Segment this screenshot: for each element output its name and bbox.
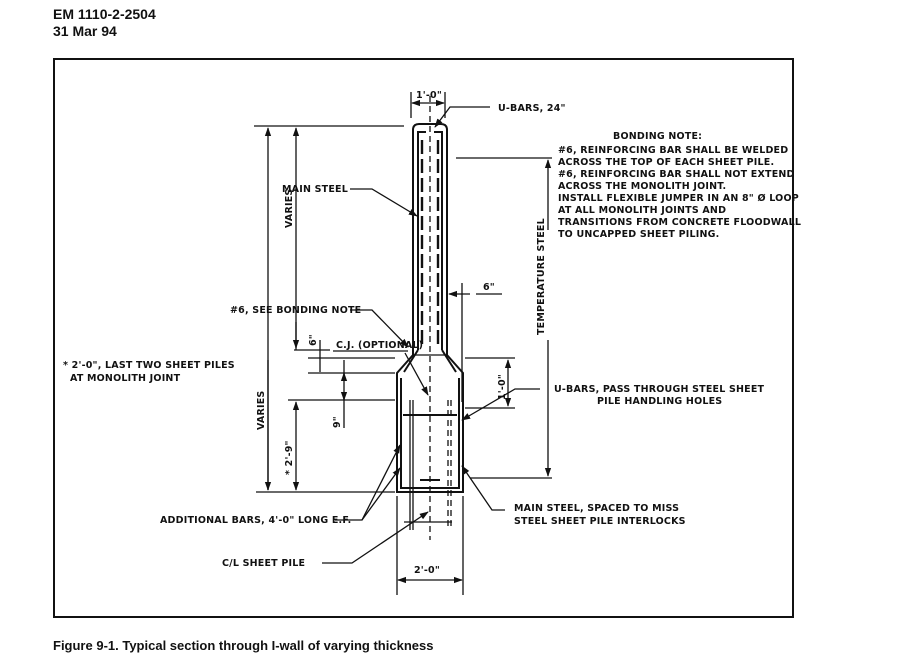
- dim-1ft-vertical: 1'-0": [497, 359, 512, 407]
- u-bar-left-leg: [417, 131, 426, 350]
- bonding-note-line: TO UNCAPPED SHEET PILING.: [558, 229, 719, 240]
- dim-bottom-width: 2'-0": [396, 496, 464, 595]
- bonding-note-line: #6, REINFORCING BAR SHALL BE WELDED: [558, 145, 788, 156]
- wall-flare-left: [396, 347, 414, 400]
- u-bar-right-leg: [434, 131, 443, 350]
- flare-bar-left: [403, 349, 419, 373]
- bonding-note-line: INSTALL FLEXIBLE JUMPER IN AN 8" Ø LOOP: [558, 193, 799, 204]
- dim-6in: 6": [448, 282, 502, 402]
- dim-6in-vertical-label: 6": [308, 334, 319, 346]
- bonding-note-line: #6, REINFORCING BAR SHALL NOT EXTEND: [558, 169, 795, 180]
- label-additional-bars: ADDITIONAL BARS, 4'-0" LONG E.F.: [160, 515, 351, 526]
- leader-u-bars-top: U-BARS, 24": [434, 103, 566, 128]
- dim-top-width: 1'-0": [410, 90, 446, 118]
- flare-bar-right: [441, 349, 457, 373]
- base-reinforcement: [400, 349, 460, 530]
- label-bonding-ref: #6, SEE BONDING NOTE: [230, 305, 361, 316]
- wall-flare-right: [446, 347, 464, 400]
- leader-cl-sheet-pile: C/L SHEET PILE: [222, 511, 429, 569]
- dim-6in-label: 6": [483, 282, 495, 293]
- dim-6in-vertical: 6": [292, 322, 330, 372]
- document-id: EM 1110-2-2504: [53, 6, 156, 22]
- figure-frame: [53, 58, 794, 618]
- bonding-note-line: ACROSS THE MONOLITH JOINT.: [558, 181, 726, 192]
- bonding-note-title: BONDING NOTE:: [613, 131, 702, 142]
- dim-9in-label: 9": [332, 416, 343, 428]
- label-temperature-steel: TEMPERATURE STEEL: [536, 218, 547, 335]
- label-u-bars-pass-line1: U-BARS, PASS THROUGH STEEL SHEET: [554, 384, 765, 395]
- dim-varies-lower-label: VARIES: [256, 391, 267, 430]
- leader-main-steel-spaced: MAIN STEEL, SPACED TO MISS STEEL SHEET P…: [461, 465, 686, 527]
- leader-bonding-ref: #6, SEE BONDING NOTE: [230, 305, 409, 348]
- leader-u-bars-pass: U-BARS, PASS THROUGH STEEL SHEET PILE HA…: [461, 384, 765, 421]
- label-u-bars-top: U-BARS, 24": [498, 103, 566, 114]
- leader-main-steel: MAIN STEEL: [282, 184, 418, 217]
- label-cl-sheet-pile: C/L SHEET PILE: [222, 558, 305, 569]
- bonding-note-line: ACROSS THE TOP OF EACH SHEET PILE.: [558, 157, 774, 168]
- label-main-steel-spaced-line2: STEEL SHEET PILE INTERLOCKS: [514, 516, 686, 527]
- wall-stem-outline: [412, 123, 448, 347]
- label-cj-optional: C.J. (OPTIONAL): [336, 340, 423, 351]
- footnote: * 2'-0", LAST TWO SHEET PILES AT MONOLIT…: [63, 360, 235, 384]
- footnote-line2: AT MONOLITH JOINT: [70, 373, 181, 384]
- dim-bottom-width-label: 2'-0": [414, 565, 440, 576]
- stem-reinforcement: [417, 96, 443, 540]
- dim-base-height-label: * 2'-9": [284, 440, 295, 475]
- dim-1ft-label: 1'-0": [497, 374, 508, 400]
- bonding-note: BONDING NOTE: #6, REINFORCING BAR SHALL …: [558, 131, 801, 240]
- dim-varies-upper-label: VARIES: [284, 189, 295, 228]
- dim-base-height: * 2'-9": [284, 401, 300, 491]
- dim-varies-lower: VARIES: [256, 360, 272, 491]
- bonding-note-line: AT ALL MONOLITH JOINTS AND: [558, 205, 726, 216]
- dim-temperature-steel: TEMPERATURE STEEL: [536, 159, 552, 477]
- dim-top-width-label: 1'-0": [416, 90, 442, 101]
- label-u-bars-pass-line2: PILE HANDLING HOLES: [597, 396, 722, 407]
- bonding-note-line: TRANSITIONS FROM CONCRETE FLOODWALL: [558, 217, 801, 228]
- label-main-steel: MAIN STEEL: [282, 184, 348, 195]
- figure-caption: Figure 9-1. Typical section through I-wa…: [53, 638, 434, 653]
- label-main-steel-spaced-line1: MAIN STEEL, SPACED TO MISS: [514, 503, 679, 514]
- dim-9in: 9": [332, 360, 348, 428]
- leader-additional-bars: ADDITIONAL BARS, 4'-0" LONG E.F.: [160, 444, 401, 526]
- base-u-bar: [400, 378, 460, 489]
- leader-cj: C.J. (OPTIONAL): [333, 340, 429, 396]
- document-date: 31 Mar 94: [53, 23, 117, 39]
- footnote-line1: * 2'-0", LAST TWO SHEET PILES: [63, 360, 235, 371]
